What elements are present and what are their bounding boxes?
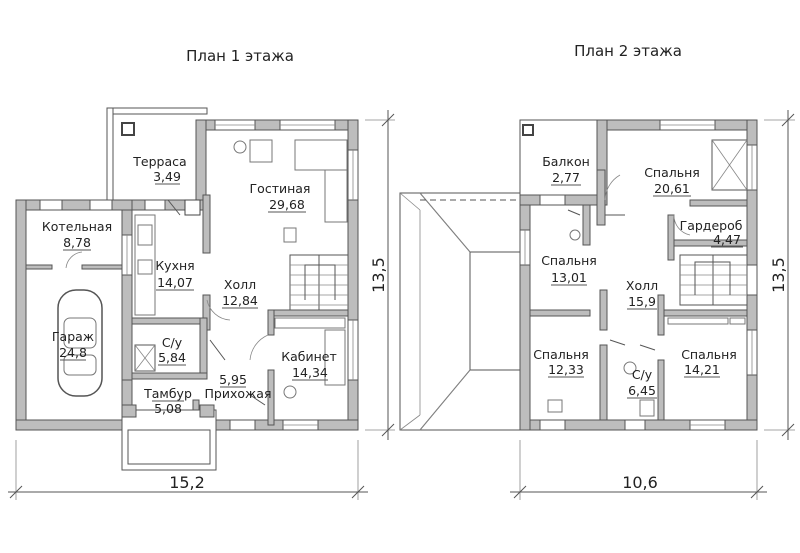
plan-1-title: План 1 этажа [186, 47, 294, 65]
entrance-porch [121, 404, 217, 471]
room-area: 6,45 [628, 383, 656, 398]
plan-1-dimensions: 15,2 13,5 [8, 110, 395, 500]
room-area: 5,95 [219, 372, 247, 387]
plan-1-doors [65, 199, 269, 406]
room-name: Гардероб [680, 218, 743, 233]
room-area: 15,9 [628, 294, 656, 309]
room-name: Спальня [541, 253, 597, 268]
plan-2-title: План 2 этажа [574, 42, 682, 60]
room-area: 14,07 [157, 275, 193, 290]
room-area: 14,34 [292, 365, 328, 380]
room-name: Спальня [644, 165, 700, 180]
room-name: Спальня [533, 347, 589, 362]
plan-1-stairs [289, 254, 349, 311]
kitchen-counter [134, 199, 201, 316]
room-name: С/у [632, 367, 653, 382]
bath-fixtures [134, 344, 156, 372]
room-name: Гостиная [250, 181, 311, 196]
plan-1-interior-walls [25, 194, 349, 426]
plan-2-stairs [679, 254, 748, 306]
room-area: 12,84 [222, 293, 258, 308]
room-area: 12,33 [548, 362, 584, 377]
room-area: 14,21 [684, 362, 720, 377]
room-area: 2,77 [552, 170, 580, 185]
room-name: Спальня [681, 347, 737, 362]
plan-1-windows [39, 119, 359, 431]
room-name: Холл [224, 277, 256, 292]
room-area: 4,47 [713, 232, 741, 247]
room-name: Гараж [52, 329, 94, 344]
room-area: 24,8 [59, 345, 87, 360]
plan-2-dimensions: 10,6 13,5 [510, 110, 795, 500]
room-name: Балкон [542, 154, 590, 169]
plan-1: Терраса 3,49 Гостиная 29,68 Котельная 8,… [8, 107, 395, 500]
width-dimension: 10,6 [622, 473, 658, 492]
roof-outline [399, 192, 521, 431]
office-desk [274, 317, 346, 399]
room-name: Кабинет [281, 349, 337, 364]
room-name: Кухня [155, 258, 194, 273]
plan-1-labels: Терраса 3,49 Гостиная 29,68 Котельная 8,… [42, 154, 337, 416]
room-name: Терраса [132, 154, 186, 169]
car-icon [57, 289, 103, 397]
width-dimension: 15,2 [169, 473, 205, 492]
room-name: Тамбур [143, 386, 192, 401]
room-area: 3,49 [153, 169, 181, 184]
plan-2-interior-walls [529, 169, 748, 421]
room-name: Котельная [42, 219, 112, 234]
bed-icon [711, 139, 748, 191]
room-area: 5,08 [154, 401, 182, 416]
room-name: Холл [626, 278, 658, 293]
sofa-icon [233, 139, 348, 243]
room-name: Прихожая [205, 386, 272, 401]
plan-2-windows [519, 119, 758, 431]
room-area: 13,01 [551, 270, 587, 285]
room-area: 8,78 [63, 235, 91, 250]
plan-2: Балкон 2,77 Спальня 20,61 Гардероб 4,47 … [510, 110, 795, 500]
room-name: С/у [162, 335, 183, 350]
height-dimension: 13,5 [369, 257, 388, 293]
room-area: 20,61 [654, 181, 690, 196]
plan-2-labels: Балкон 2,77 Спальня 20,61 Гардероб 4,47 … [533, 154, 743, 399]
plan-2-bath-fixtures [547, 229, 746, 417]
room-area: 29,68 [269, 197, 305, 212]
room-area: 5,84 [158, 350, 186, 365]
plan-2-doors [567, 174, 691, 351]
height-dimension: 13,5 [769, 257, 788, 293]
